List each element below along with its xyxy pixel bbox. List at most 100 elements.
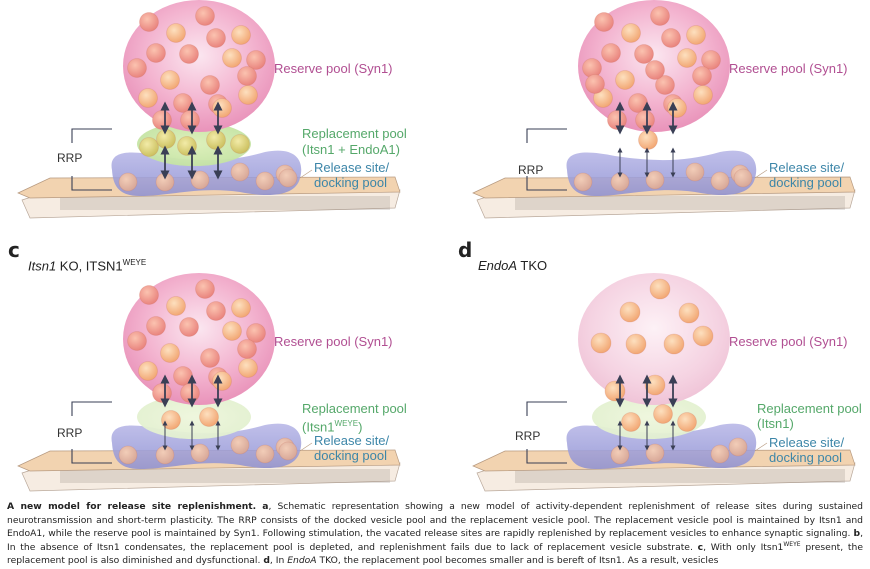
- docked-vesicle: [118, 172, 138, 192]
- panel-d-replacement-label-line2: (Itsn1): [757, 416, 794, 431]
- panel-d-release-label-line1: Release site/: [769, 435, 845, 450]
- panel-d-title-gene: EndoA: [478, 258, 518, 273]
- docked-vesicle: [278, 168, 298, 188]
- reserve-vesicle: [585, 74, 605, 94]
- rrp-bracket-bottom: [526, 176, 567, 191]
- panel-c-title-sup: WEYE: [122, 258, 147, 267]
- panel-c-replacement-label-line1: Replacement pool: [302, 401, 407, 416]
- reserve-vesicle: [686, 25, 706, 45]
- reserve-vesicle: [619, 301, 641, 323]
- panel-a-release-label-line1: Release site/: [314, 160, 390, 175]
- caption-a-text: , Schematic representation showing a new…: [7, 501, 863, 540]
- panel-a-release-label-line2: docking pool: [314, 175, 387, 190]
- docked-vesicle: [685, 162, 705, 182]
- reserve-vesicle: [655, 75, 675, 95]
- rrp-bracket-top: [526, 128, 567, 143]
- rrp-bracket-bottom: [71, 449, 112, 464]
- docked-vesicle: [230, 435, 250, 455]
- reserve-vesicle: [634, 44, 654, 64]
- reserve-vesicle: [649, 278, 671, 300]
- membrane-shadow: [60, 469, 390, 483]
- reserve-vesicle: [625, 333, 647, 355]
- reserve-vesicle: [127, 58, 147, 78]
- reserve-vesicle: [179, 44, 199, 64]
- reserve-vesicle: [146, 43, 166, 63]
- docked-vesicle: [733, 168, 753, 188]
- reserve-vesicle: [628, 93, 648, 113]
- membrane-shadow: [60, 196, 390, 210]
- caption-d-text-post: TKO, the replacement pool becomes smalle…: [316, 555, 719, 567]
- reserve-vesicle: [222, 48, 242, 68]
- reserve-vesicle: [692, 325, 714, 347]
- caption-b-text: , In the absence of Itsn1 condensates, t…: [7, 528, 863, 553]
- panel-c-replacement-label-pre: (Itsn1: [302, 419, 335, 435]
- panel-d-reserve-label: Reserve pool (Syn1): [729, 334, 848, 349]
- docked-vesicle: [710, 444, 730, 464]
- panel-d-title: EndoA TKO: [478, 258, 547, 273]
- panel-c-title-gene: Itsn1: [28, 258, 57, 274]
- caption-c-text-post: present, the replacement pool is also di…: [7, 541, 863, 567]
- reserve-vesicle: [246, 323, 266, 343]
- caption-d-italic: EndoA: [287, 555, 317, 567]
- replacement-vesicle: [156, 129, 176, 149]
- docked-vesicle: [610, 172, 630, 192]
- reserve-vesicle: [138, 361, 158, 381]
- replacement-vesicle: [621, 412, 641, 432]
- reserve-vesicle: [693, 85, 713, 105]
- label-leader: [754, 169, 768, 179]
- reserve-vesicle: [166, 296, 186, 316]
- panel-c: [17, 273, 401, 492]
- docked-vesicle: [230, 162, 250, 182]
- replacement-vesicle: [161, 410, 181, 430]
- reserve-vesicle: [604, 380, 626, 402]
- label-leader: [299, 169, 313, 179]
- reserve-vesicle: [644, 374, 666, 396]
- reserve-vesicle: [180, 383, 200, 403]
- docked-vesicle: [610, 445, 630, 465]
- panel-d: [472, 273, 856, 492]
- docked-vesicle: [255, 444, 275, 464]
- docked-vesicle: [728, 437, 748, 457]
- panel-c-title: Itsn1 KO, ITSN1WEYE: [28, 258, 146, 273]
- reserve-vesicle: [635, 110, 655, 130]
- reserve-vesicle: [166, 23, 186, 43]
- panel-d-title-text: TKO: [517, 258, 548, 273]
- reserve-vesicle: [139, 12, 159, 32]
- figure-illustration: [17, 0, 856, 492]
- reserve-vesicle: [667, 98, 687, 118]
- panel-b-reserve-label: Reserve pool (Syn1): [729, 61, 848, 76]
- docked-vesicle: [190, 443, 210, 463]
- caption-b-letter: b: [853, 528, 861, 540]
- replacement-vesicle: [139, 137, 159, 157]
- reserve-vesicle: [138, 88, 158, 108]
- caption-c-text-pre: , With only Itsn1: [703, 541, 784, 553]
- panel-b-release-label-line2: docking pool: [769, 175, 842, 190]
- docked-vesicle: [190, 170, 210, 190]
- docked-vesicle: [710, 171, 730, 191]
- reserve-vesicle: [195, 279, 215, 299]
- reserve-vesicle: [206, 28, 226, 48]
- reserve-vesicle: [650, 6, 670, 26]
- membrane-shadow: [515, 469, 845, 483]
- reserve-vesicle: [594, 12, 614, 32]
- figure: c Itsn1 KO, ITSN1WEYE d EndoA TKO Reserv…: [8, 0, 862, 492]
- reserve-vesicle: [615, 70, 635, 90]
- caption-c-letter: c: [697, 541, 704, 553]
- caption-title: A new model for release site replenishme…: [7, 501, 257, 512]
- reserve-vesicle: [621, 23, 641, 43]
- reserve-vesicle: [238, 85, 258, 105]
- reserve-vesicle: [661, 28, 681, 48]
- reserve-vesicle: [127, 331, 147, 351]
- reserve-vesicle: [212, 371, 232, 391]
- rrp-bracket-top: [526, 401, 567, 416]
- panel-b-rrp-label: RRP: [518, 163, 544, 177]
- reserve-vesicle: [231, 298, 251, 318]
- reserve-vesicle: [590, 332, 612, 354]
- panel-d-release-label-line2: docking pool: [769, 450, 842, 465]
- reserve-vesicle: [692, 66, 712, 86]
- reserve-vesicle: [180, 110, 200, 130]
- rrp-bracket-top: [71, 401, 112, 416]
- reserve-vesicle: [645, 60, 665, 80]
- reserve-vesicle: [206, 301, 226, 321]
- label-leader: [299, 442, 313, 452]
